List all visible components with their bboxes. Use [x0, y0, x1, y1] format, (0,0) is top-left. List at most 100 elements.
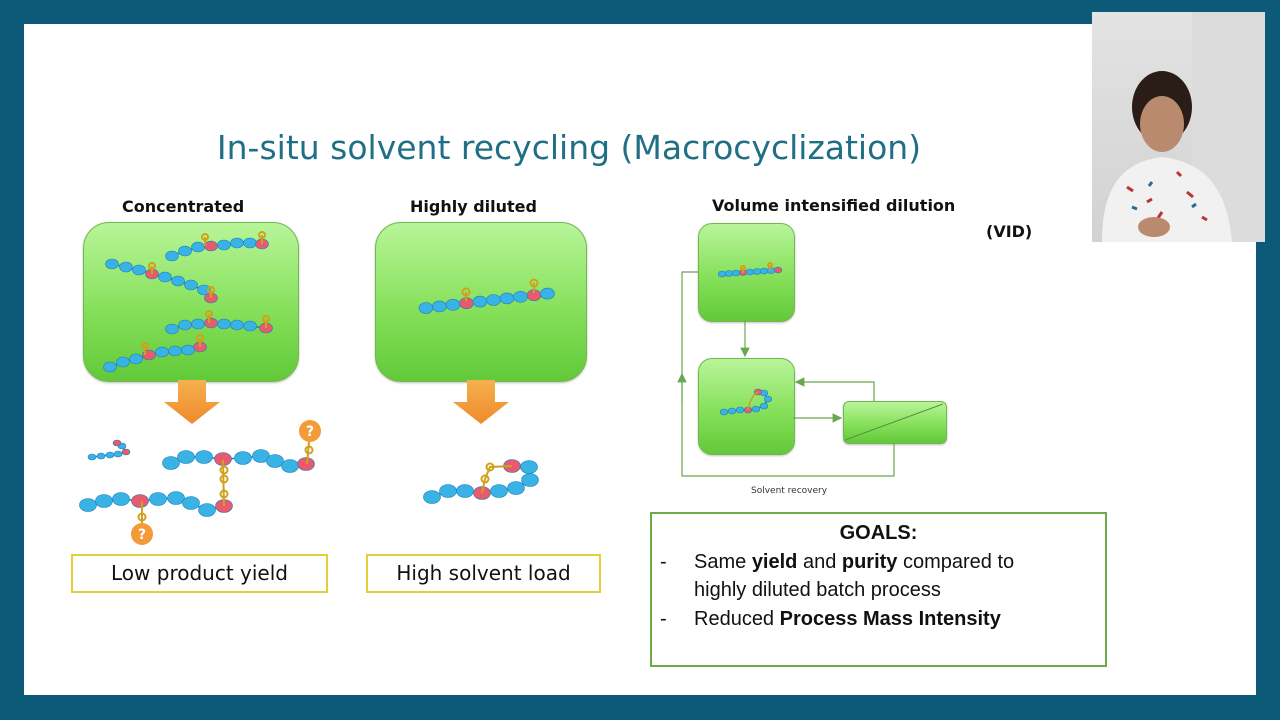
bead — [499, 292, 515, 305]
bead — [168, 345, 182, 357]
goals-item-2-text: Reduced — [694, 608, 780, 630]
bead — [105, 451, 115, 459]
bead — [155, 346, 169, 358]
bead — [132, 264, 146, 276]
bead — [129, 353, 143, 365]
header-highly-diluted: Highly diluted — [410, 197, 537, 216]
question-mark: ? — [138, 527, 146, 543]
down-arrow-left — [164, 380, 220, 424]
bead — [486, 294, 501, 306]
bead — [727, 407, 737, 415]
bead — [165, 323, 179, 335]
bead — [96, 452, 106, 460]
goals-box: GOALS: - Same yield and purity compared … — [650, 512, 1107, 667]
goals-item-1-text-c: compared to — [897, 551, 1015, 573]
bead — [445, 298, 461, 311]
bead — [105, 258, 119, 270]
bead — [230, 237, 244, 249]
bead — [204, 317, 218, 329]
bead — [735, 406, 745, 414]
bead — [177, 450, 195, 464]
goals-item-1-bold-yield: yield — [751, 551, 798, 573]
goals-item-1-line-2: highly diluted batch process — [694, 579, 941, 601]
bead — [191, 318, 205, 330]
bead — [181, 344, 195, 356]
bead — [773, 266, 783, 274]
slide-title: In-situ solvent recycling (Macrocyclizat… — [216, 128, 922, 167]
bead — [423, 490, 441, 504]
header-vid: Volume intensified dilution — [712, 196, 956, 215]
bead — [719, 408, 729, 416]
bead — [121, 448, 131, 456]
bead — [113, 450, 123, 458]
goals-title: GOALS: — [839, 522, 918, 544]
bead — [116, 356, 130, 368]
goals-item-1-text-b: and — [797, 551, 842, 573]
bead — [521, 473, 539, 487]
bead — [217, 239, 231, 251]
molecule-illustrations: ?? — [79, 231, 944, 545]
bead — [745, 268, 755, 276]
bead — [103, 361, 117, 373]
bead — [507, 481, 525, 495]
bead — [171, 275, 185, 287]
bead — [79, 498, 97, 512]
presenter-icon — [1102, 12, 1265, 242]
vid-abbrev: (VID) — [986, 222, 1033, 241]
question-mark: ? — [306, 424, 314, 440]
bead — [162, 456, 180, 470]
bead — [149, 492, 167, 506]
bead — [724, 270, 734, 277]
bead — [204, 240, 218, 252]
bead — [297, 457, 315, 471]
bead — [87, 453, 97, 461]
bead — [759, 402, 769, 410]
bead — [432, 300, 447, 313]
bead — [520, 460, 538, 474]
bead — [112, 492, 130, 506]
bead — [751, 405, 761, 413]
bead — [513, 290, 528, 303]
slide: In-situ solvent recycling (Macrocyclizat… — [24, 24, 1256, 695]
vid-reactor-bottom — [698, 358, 795, 455]
goals-bullet-1: - — [660, 551, 667, 573]
bead — [195, 450, 213, 464]
goals-item-1-bold-purity: purity — [841, 551, 898, 573]
bead — [131, 494, 149, 508]
goals-item-2: Reduced Process Mass Intensity — [694, 608, 1001, 631]
bead — [158, 271, 172, 283]
goals-bullet-2: - — [660, 608, 667, 630]
goals-item-1: Same yield and purity compared to — [694, 551, 1014, 574]
goals-item-1-text-a: Same — [694, 551, 752, 573]
bead — [439, 484, 457, 498]
bead — [165, 250, 179, 262]
bead — [182, 496, 200, 510]
question-badge — [299, 420, 321, 442]
bead — [95, 494, 113, 508]
bead — [752, 268, 762, 275]
bead — [540, 287, 555, 300]
solvent-recovery-label: Solvent recovery — [751, 486, 828, 496]
bead — [763, 395, 773, 403]
question-badge — [131, 523, 153, 545]
bead — [472, 295, 488, 308]
bead — [119, 261, 133, 273]
header-concentrated: Concentrated — [122, 197, 245, 216]
bead — [198, 503, 216, 517]
bead — [112, 439, 122, 447]
bead — [230, 319, 244, 331]
bead — [178, 319, 192, 331]
bead — [217, 318, 231, 330]
bead — [243, 237, 257, 249]
bead — [418, 302, 434, 314]
bead — [490, 484, 508, 498]
membrane-unit — [843, 401, 947, 444]
bead — [234, 451, 252, 465]
down-arrow-middle — [453, 380, 509, 424]
bead — [243, 320, 257, 332]
bead — [178, 245, 192, 257]
goals-item-2-bold-pmi: Process Mass Intensity — [779, 608, 1001, 630]
bead — [266, 454, 284, 468]
bead — [456, 484, 474, 498]
bead — [191, 241, 205, 253]
